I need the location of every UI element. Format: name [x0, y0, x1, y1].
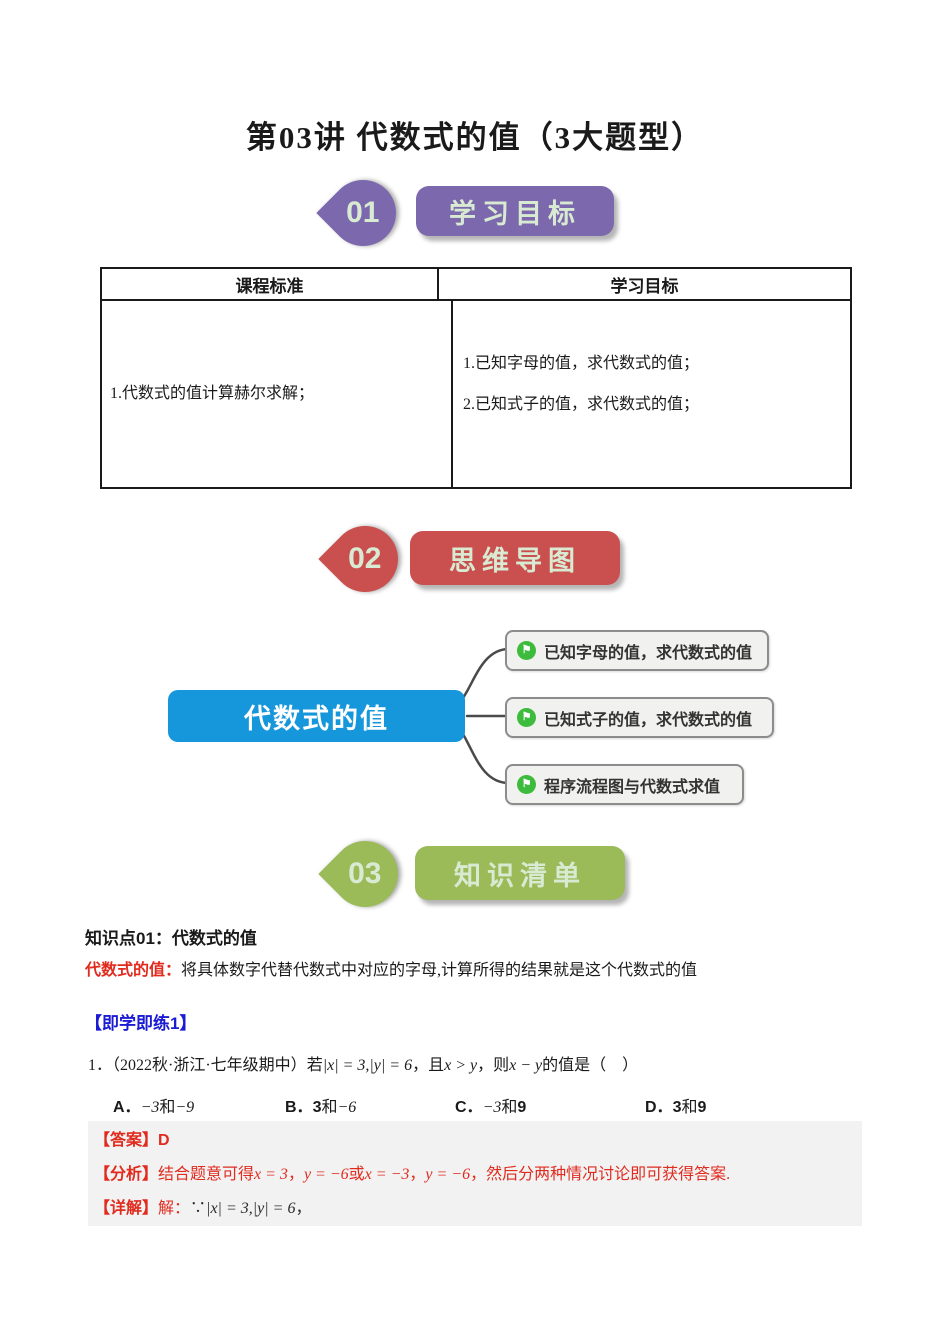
- detail-math: |x| = 3,|y| = 6: [206, 1200, 296, 1217]
- option-c-and: 和: [501, 1099, 518, 1116]
- answer-value: D: [158, 1132, 170, 1149]
- knowledge-point-heading: 知识点01：代数式的值: [85, 929, 257, 948]
- analysis-text: ，: [409, 1166, 426, 1183]
- answer-line: 【答案】D: [94, 1129, 862, 1153]
- mindmap-root-node: 代数式的值: [168, 690, 465, 742]
- analysis-math-4: y = −6: [425, 1166, 471, 1183]
- section-03-title-pill: 知识清单: [415, 846, 625, 900]
- detail-solve: 解：: [158, 1200, 191, 1217]
- learning-goal-item-1: 1.已知字母的值，求代数式的值；: [463, 355, 700, 372]
- section-02-title-pill: 思维导图: [410, 531, 620, 585]
- learning-goal-item-2: 2.已知式子的值，求代数式的值；: [463, 396, 700, 413]
- option-b-letter: B．: [285, 1099, 313, 1116]
- solution-block: 【答案】D 【分析】结合题意可得x = 3，y = −6或x = −3，y = …: [88, 1121, 862, 1226]
- question-math-3: x − y: [509, 1057, 543, 1074]
- flag-icon: [517, 775, 536, 794]
- option-d-and: 和: [681, 1099, 698, 1116]
- analysis-text: 结合题意可得: [158, 1166, 255, 1183]
- option-c-value-2: 9: [517, 1099, 527, 1116]
- option-c: C．−3和9: [455, 1093, 526, 1117]
- analysis-text: ，: [287, 1166, 304, 1183]
- option-d-letter: D．: [645, 1099, 673, 1116]
- mindmap-branch-1-label: 已知字母的值，求代数式的值: [544, 644, 753, 662]
- knowledge-point-definition: 代数式的值：将具体数字代替代数式中对应的字母,计算所得的结果就是这个代数式的值: [85, 956, 697, 980]
- analysis-text: 或: [348, 1166, 365, 1183]
- option-a-letter: A．: [113, 1099, 141, 1116]
- question-text: 若: [306, 1057, 323, 1074]
- mindmap-branch-2-label: 已知式子的值，求代数式的值: [544, 711, 753, 729]
- section-02-number: 02: [348, 542, 382, 575]
- detail-line: 【详解】解：∵|x| = 3,|y| = 6，: [94, 1197, 862, 1221]
- option-d-value-2: 9: [697, 1099, 707, 1116]
- practice-heading: 【即学即练1】: [85, 1014, 197, 1033]
- table-header-learning-goal: 学习目标: [610, 276, 679, 296]
- option-a-value-1: −3: [140, 1099, 160, 1116]
- analysis-line: 【分析】结合题意可得x = 3，y = −6或x = −3，y = −6，然后分…: [94, 1163, 862, 1187]
- analysis-label: 【分析】: [94, 1166, 159, 1183]
- option-b-value-2: −6: [337, 1099, 357, 1116]
- section-01-label: 学习目标: [449, 198, 581, 229]
- analysis-text: ，然后分两种情况讨论即可获得答案.: [470, 1166, 731, 1183]
- section-01-number-badge: 01: [316, 166, 410, 260]
- question-source: （2022秋·浙江·七年级期中）: [112, 1057, 307, 1074]
- question-text: ，且: [412, 1057, 445, 1074]
- option-b-and: 和: [321, 1099, 338, 1116]
- detail-comma: ，: [295, 1200, 312, 1217]
- question-number: 1．: [88, 1057, 113, 1074]
- flag-icon: [517, 641, 536, 660]
- question-math-1: |x| = 3,|y| = 6: [322, 1057, 413, 1074]
- question-math-2: x > y: [444, 1057, 478, 1074]
- option-c-letter: C．: [455, 1099, 483, 1116]
- objectives-table-body: 1.代数式的值计算赫尔求解； 1.已知字母的值，求代数式的值； 2.已知式子的值…: [102, 301, 850, 487]
- option-d-value-1: 3: [672, 1099, 682, 1116]
- analysis-math-1: x = 3: [254, 1166, 288, 1183]
- question-text: 的值是（ ）: [542, 1057, 639, 1074]
- section-02-number-badge: 02: [318, 512, 412, 606]
- section-01-number: 01: [346, 196, 380, 229]
- section-03-label: 知识清单: [454, 860, 586, 891]
- option-a-and: 和: [159, 1099, 176, 1116]
- objectives-table-header: 课程标准 学习目标: [102, 269, 850, 301]
- mindmap-branch-lines: [461, 647, 511, 785]
- mindmap-branch-3-label: 程序流程图与代数式求值: [544, 778, 721, 796]
- mindmap-branch-2: 已知式子的值，求代数式的值: [505, 697, 774, 738]
- detail-label: 【详解】: [94, 1200, 159, 1217]
- because-symbol: ∵: [190, 1200, 207, 1217]
- definition-text: 将具体数字代替代数式中对应的字母,计算所得的结果就是这个代数式的值: [181, 962, 698, 979]
- section-03-number-badge: 03: [318, 827, 412, 921]
- mindmap-branch-3: 程序流程图与代数式求值: [505, 764, 744, 805]
- question-text: ，则: [477, 1057, 510, 1074]
- analysis-math-3: x = −3: [364, 1166, 410, 1183]
- section-03-number: 03: [348, 857, 382, 890]
- page-title: 第03讲 代数式的值（3大题型）: [245, 120, 705, 155]
- option-a-value-2: −9: [175, 1099, 195, 1116]
- option-c-value-1: −3: [482, 1099, 502, 1116]
- section-02-label: 思维导图: [449, 545, 581, 576]
- option-d: D．3和9: [645, 1093, 706, 1117]
- objectives-table: 课程标准 学习目标 1.代数式的值计算赫尔求解； 1.已知字母的值，求代数式的值…: [100, 267, 852, 489]
- section-01-title-pill: 学习目标: [416, 186, 614, 236]
- table-cell-learning-goal: 1.已知字母的值，求代数式的值； 2.已知式子的值，求代数式的值；: [453, 301, 850, 487]
- option-a: A．−3和−9: [113, 1093, 194, 1117]
- analysis-math-2: y = −6: [303, 1166, 349, 1183]
- question-1-stem: 1．（2022秋·浙江·七年级期中）若|x| = 3,|y| = 6，且x > …: [88, 1051, 638, 1075]
- mindmap-branch-1: 已知字母的值，求代数式的值: [505, 630, 769, 671]
- option-b-value-1: 3: [312, 1099, 322, 1116]
- definition-term: 代数式的值：: [85, 962, 182, 979]
- answer-label: 【答案】: [94, 1132, 159, 1149]
- flag-icon: [517, 708, 536, 727]
- mindmap-root-label: 代数式的值: [244, 703, 389, 734]
- option-b: B．3和−6: [285, 1093, 356, 1117]
- course-standard-item: 1.代数式的值计算赫尔求解；: [110, 385, 315, 402]
- table-cell-course-standard: 1.代数式的值计算赫尔求解；: [102, 301, 453, 487]
- table-header-course-standard: 课程标准: [102, 269, 439, 299]
